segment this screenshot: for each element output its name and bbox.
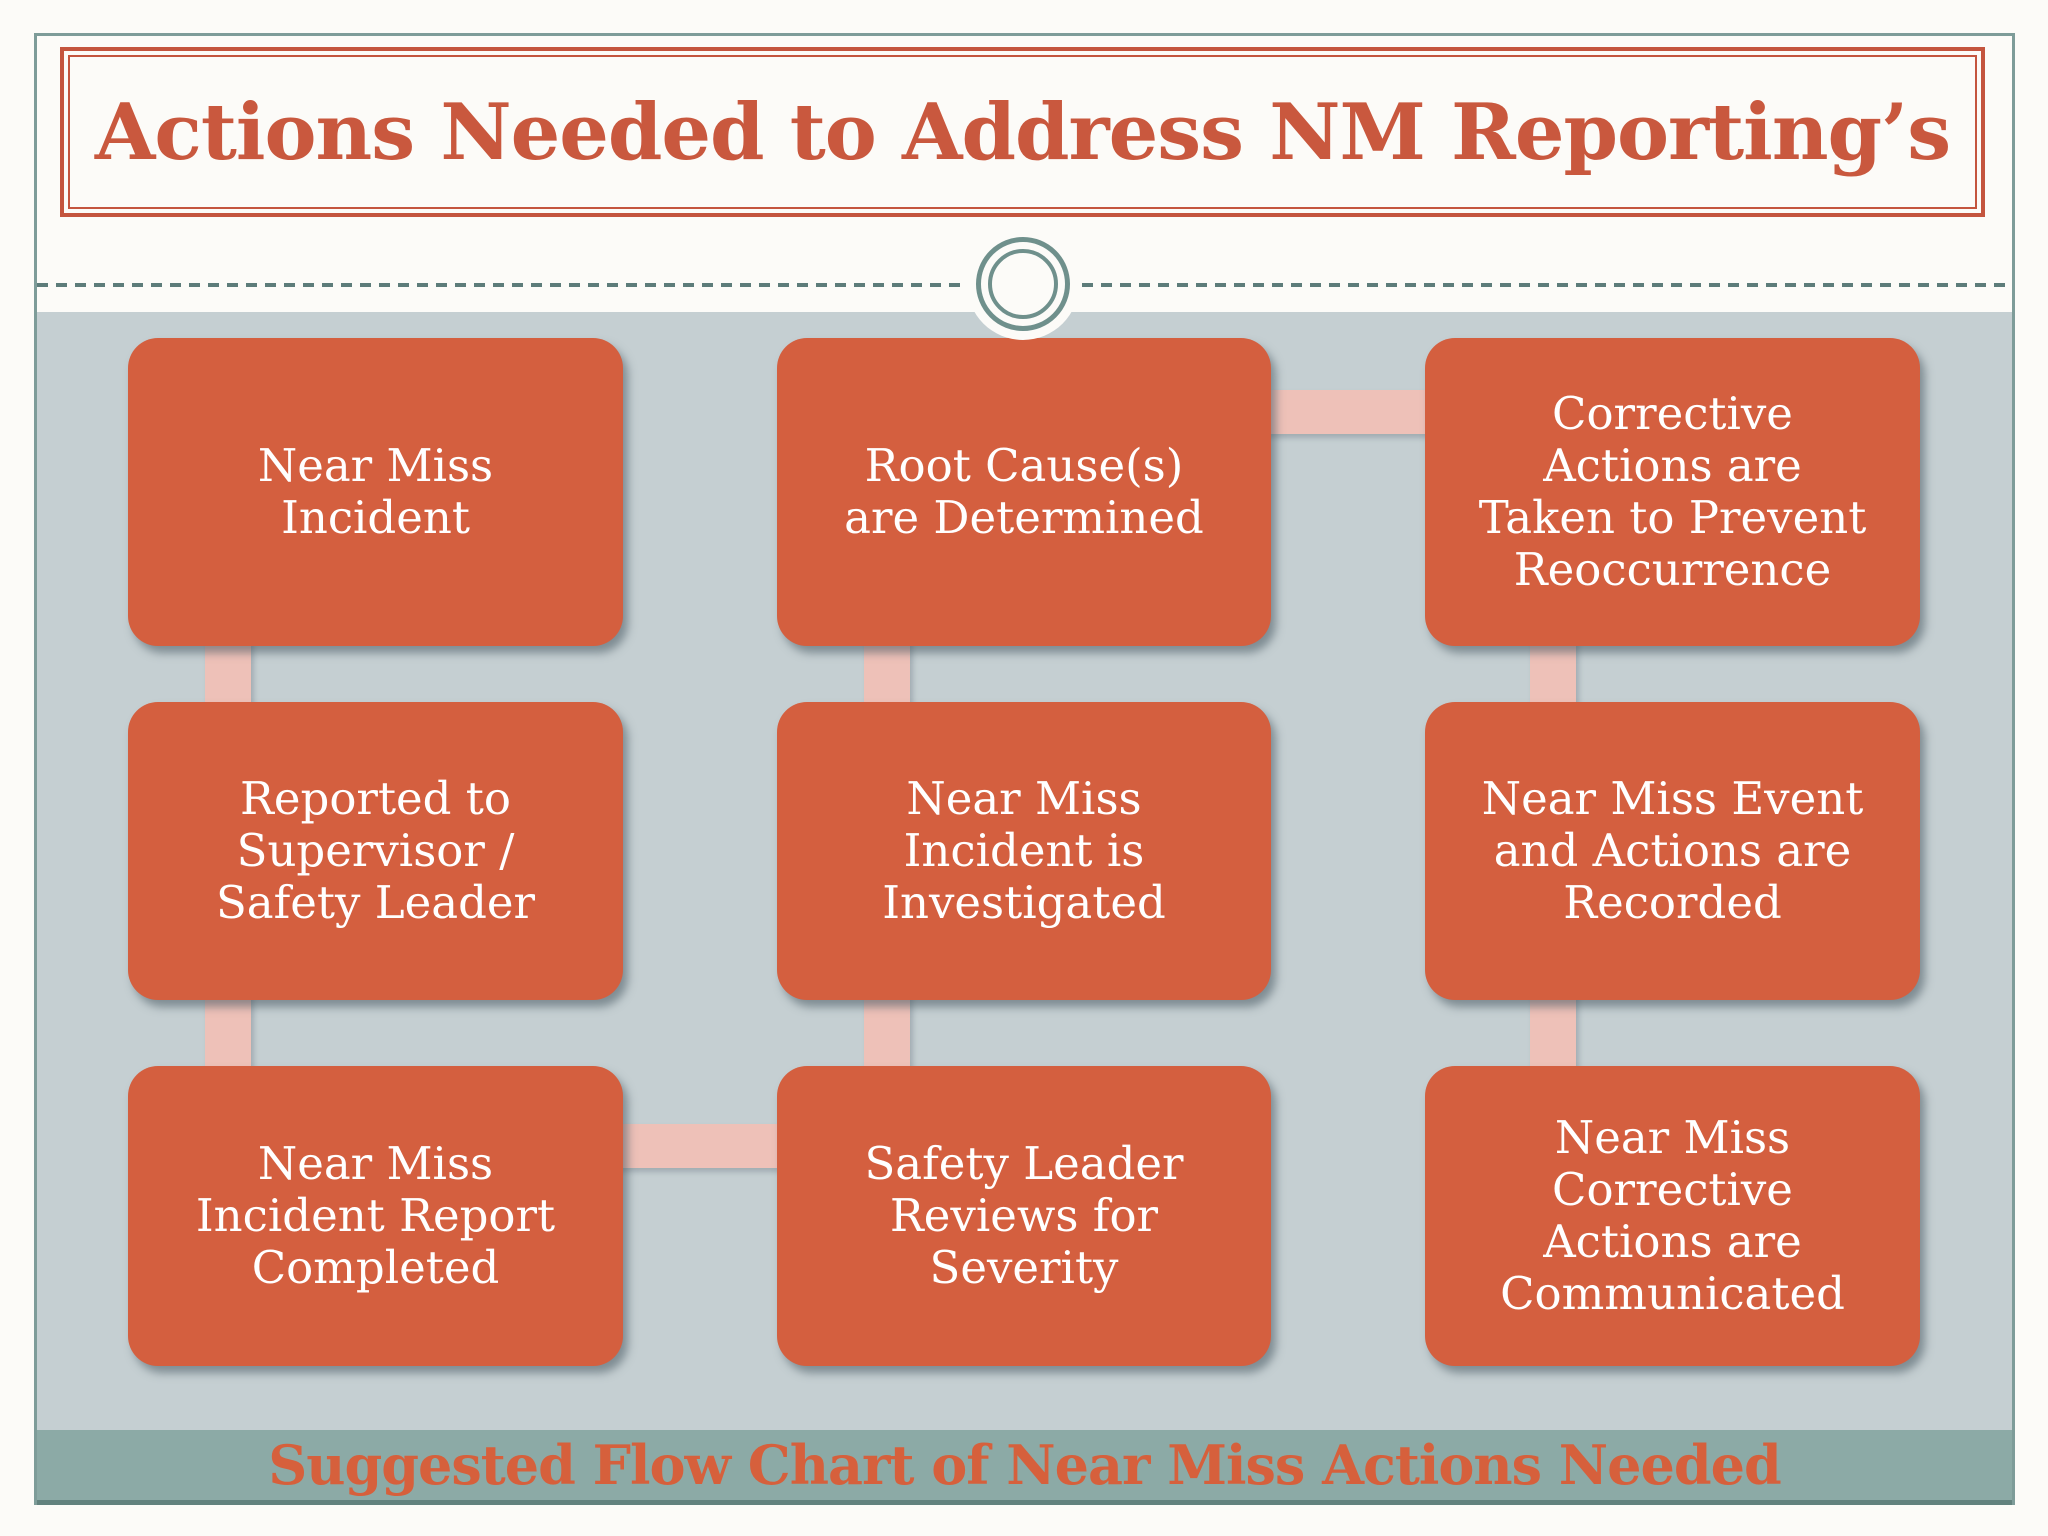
flow-box-corrective-actions-taken: Corrective Actions are Taken to Prevent … — [1425, 338, 1920, 646]
flow-box-label: Near Miss Event and Actions are Recorded — [1481, 771, 1864, 930]
flow-box-label: Safety Leader Reviews for Severity — [864, 1136, 1184, 1295]
flow-box-label: Near Miss Incident — [257, 438, 494, 544]
flow-box-label: Near Miss Corrective Actions are Communi… — [1500, 1110, 1845, 1321]
flow-box-reported-to-supervisor: Reported to Supervisor / Safety Leader — [128, 702, 623, 1000]
flow-box-incident-report-completed: Near Miss Incident Report Completed — [128, 1066, 623, 1366]
flow-box-corrective-actions-communicated: Near Miss Corrective Actions are Communi… — [1425, 1066, 1920, 1366]
footer-band: Suggested Flow Chart of Near Miss Action… — [37, 1430, 2012, 1505]
flow-box-incident-investigated: Near Miss Incident is Investigated — [777, 702, 1271, 1000]
title-box: Actions Needed to Address NM Reporting’s — [60, 47, 1985, 217]
flow-box-label: Corrective Actions are Taken to Prevent … — [1478, 386, 1867, 597]
flow-box-label: Near Miss Incident is Investigated — [882, 771, 1166, 930]
flow-box-root-causes-determined: Root Cause(s) are Determined — [777, 338, 1271, 646]
page-title: Actions Needed to Address NM Reporting’s — [94, 86, 1951, 178]
title-box-inner-border: Actions Needed to Address NM Reporting’s — [68, 55, 1977, 209]
flow-box-event-and-actions-recorded: Near Miss Event and Actions are Recorded — [1425, 702, 1920, 1000]
flow-box-label: Near Miss Incident Report Completed — [195, 1136, 556, 1295]
flow-box-near-miss-incident: Near Miss Incident — [128, 338, 623, 646]
flow-box-safety-leader-reviews: Safety Leader Reviews for Severity — [777, 1066, 1271, 1366]
footer-caption: Suggested Flow Chart of Near Miss Action… — [268, 1433, 1782, 1497]
flow-box-label: Root Cause(s) are Determined — [844, 438, 1204, 544]
circle-ornament-inner-ring — [988, 249, 1058, 319]
circle-ornament-outer-ring — [976, 237, 1070, 331]
flow-box-label: Reported to Supervisor / Safety Leader — [215, 771, 536, 930]
circle-ornament-icon — [967, 228, 1079, 340]
